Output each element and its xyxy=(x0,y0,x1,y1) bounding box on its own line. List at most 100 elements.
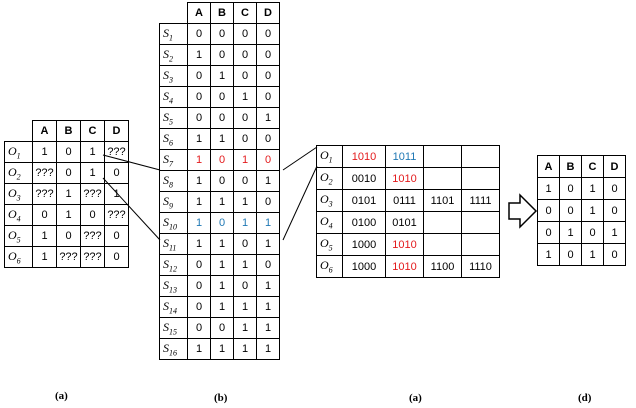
row-label-letter: O xyxy=(8,248,17,263)
table-row: O3???1???1 xyxy=(4,183,129,205)
row-label-index: 10 xyxy=(169,222,177,232)
table-cell: 1 xyxy=(256,275,280,297)
row-label-index: 5 xyxy=(328,243,333,253)
table-cell: 1 xyxy=(210,254,234,276)
table-cell: 1 xyxy=(233,296,257,318)
table-cell: 1 xyxy=(233,338,257,360)
table-cell: 0 xyxy=(210,317,234,339)
table-cell: 1 xyxy=(187,212,211,234)
row-label-letter: O xyxy=(8,185,17,200)
row-label: S11 xyxy=(159,233,188,255)
table-cell: ??? xyxy=(80,225,105,247)
table-cell: 1010 xyxy=(342,145,386,168)
table-cell: 1100 xyxy=(423,255,462,278)
header-d: D xyxy=(603,155,626,178)
table-cell: 1 xyxy=(210,191,234,213)
row-label-letter: S xyxy=(163,214,169,229)
row-label-letter: S xyxy=(163,235,169,250)
row-label: O2 xyxy=(4,162,33,184)
row-label-letter: S xyxy=(163,130,169,145)
table-cell: 1 xyxy=(187,170,211,192)
table-cell: 0100 xyxy=(342,211,386,234)
row-label-letter: S xyxy=(163,46,169,61)
table-cell: 0 xyxy=(233,44,257,66)
table-cell: 1 xyxy=(187,149,211,171)
table-cell: 0 xyxy=(187,296,211,318)
row-label: S14 xyxy=(159,296,188,318)
row-label-letter: S xyxy=(163,88,169,103)
row-label: S10 xyxy=(159,212,188,234)
row-label-index: 7 xyxy=(169,159,173,169)
row-label-index: 15 xyxy=(169,327,177,337)
row-label-letter: O xyxy=(320,170,329,185)
header-b: B xyxy=(559,155,582,178)
table-cell: 1 xyxy=(187,191,211,213)
row-label-letter: S xyxy=(163,109,169,124)
row-label-index: 6 xyxy=(169,138,173,148)
caption-b: (b) xyxy=(214,392,228,404)
table-cell: 0 xyxy=(233,275,257,297)
row-label-index: 3 xyxy=(328,199,333,209)
row-label-index: 1 xyxy=(328,155,333,165)
table-cell: 1010 xyxy=(385,255,424,278)
row-label-index: 2 xyxy=(328,177,333,187)
row-label: O4 xyxy=(316,211,343,234)
row-label-index: 2 xyxy=(169,54,173,64)
table-cell: 1111 xyxy=(461,189,500,212)
row-label: S13 xyxy=(159,275,188,297)
table-cell: 0 xyxy=(256,65,280,87)
row-label-index: 16 xyxy=(169,348,177,358)
table-cell: 1010 xyxy=(385,233,424,256)
header-a: A xyxy=(537,155,560,178)
row-label-letter: S xyxy=(163,340,169,355)
table-cell: 0 xyxy=(210,170,234,192)
row-label: O3 xyxy=(4,183,33,205)
table-cell: 0 xyxy=(56,162,81,184)
header-c: C xyxy=(80,120,105,142)
row-label-letter: O xyxy=(320,236,329,251)
table-cell: 1 xyxy=(56,204,81,226)
table-cell: 1 xyxy=(256,317,280,339)
table-cell: 1 xyxy=(210,338,234,360)
table-cell: 1 xyxy=(233,149,257,171)
table-cell: 1 xyxy=(256,296,280,318)
table-cell: 0 xyxy=(32,204,57,226)
row-label-index: 8 xyxy=(169,180,173,190)
table-cell: 1 xyxy=(581,199,604,222)
row-label: S15 xyxy=(159,317,188,339)
header-a: A xyxy=(32,120,57,142)
row-label: O6 xyxy=(316,255,343,278)
row-label-index: 4 xyxy=(328,221,333,231)
connector-s7-to-c-top xyxy=(282,146,318,171)
table-cell: 1110 xyxy=(461,255,500,278)
table-cell: 0 xyxy=(256,254,280,276)
table-cell: 0 xyxy=(210,149,234,171)
header-b: B xyxy=(210,2,234,24)
table-cell: 0 xyxy=(233,65,257,87)
row-label-letter: S xyxy=(163,298,169,313)
table-cell: ??? xyxy=(80,183,105,205)
table-cell xyxy=(423,233,462,256)
row-label-letter: O xyxy=(320,192,329,207)
table-cell: 0 xyxy=(256,86,280,108)
row-label-letter: O xyxy=(320,148,329,163)
row-label-letter: S xyxy=(163,151,169,166)
table-cell: 0 xyxy=(210,23,234,45)
row-label-letter: O xyxy=(8,164,17,179)
table-cell: 1 xyxy=(256,212,280,234)
row-label-index: 4 xyxy=(16,214,21,224)
table-header-row: A B C D xyxy=(537,155,626,178)
row-label-letter: S xyxy=(163,172,169,187)
row-label-index: 6 xyxy=(328,265,333,275)
